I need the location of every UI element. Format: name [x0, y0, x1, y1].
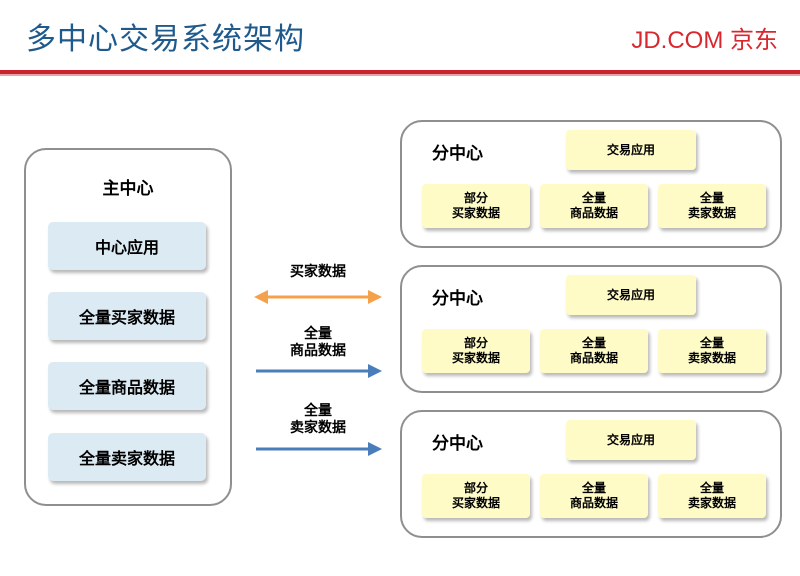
jd-logo: JD.COM 京东: [631, 27, 778, 54]
main-center-product-data: 全量商品数据: [48, 362, 206, 410]
arrow-label-buyer-data: 买家数据: [290, 264, 346, 280]
sub-center-seller-data: 全量 卖家数据: [658, 474, 766, 518]
sub-center-product-data: 全量 商品数据: [540, 329, 648, 373]
sub-center-product-data: 全量 商品数据: [540, 474, 648, 518]
page-title: 多中心交易系统架构: [26, 22, 305, 57]
main-center-buyer-data: 全量买家数据: [48, 292, 206, 340]
sub-center-seller-data: 全量 卖家数据: [658, 184, 766, 228]
sub-center-partial-buyer-data: 部分 买家数据: [422, 474, 530, 518]
main-center-seller-data: 全量卖家数据: [48, 433, 206, 481]
sub-center-title: 分中心: [432, 434, 483, 454]
sub-center-trade-app: 交易应用: [566, 130, 696, 170]
arrow-label-seller-data: 全量 卖家数据: [290, 403, 346, 436]
sub-center-product-data: 全量 商品数据: [540, 184, 648, 228]
sub-center-title: 分中心: [432, 289, 483, 309]
main-center-title: 主中心: [102, 179, 154, 199]
sub-center-trade-app: 交易应用: [566, 420, 696, 460]
sub-center-partial-buyer-data: 部分 买家数据: [422, 184, 530, 228]
sub-center-seller-data: 全量 卖家数据: [658, 329, 766, 373]
arrow-label-product-data: 全量 商品数据: [290, 326, 346, 359]
main-center-app: 中心应用: [48, 222, 206, 270]
arrow-seller-data: [256, 442, 382, 456]
sub-center-title: 分中心: [432, 144, 483, 164]
sub-center-trade-app: 交易应用: [566, 275, 696, 315]
header-divider-shadow: [0, 74, 800, 76]
header-divider: [0, 70, 800, 74]
arrow-product-data: [256, 364, 382, 378]
arrow-buyer-data: [254, 290, 382, 304]
sub-center-partial-buyer-data: 部分 买家数据: [422, 329, 530, 373]
